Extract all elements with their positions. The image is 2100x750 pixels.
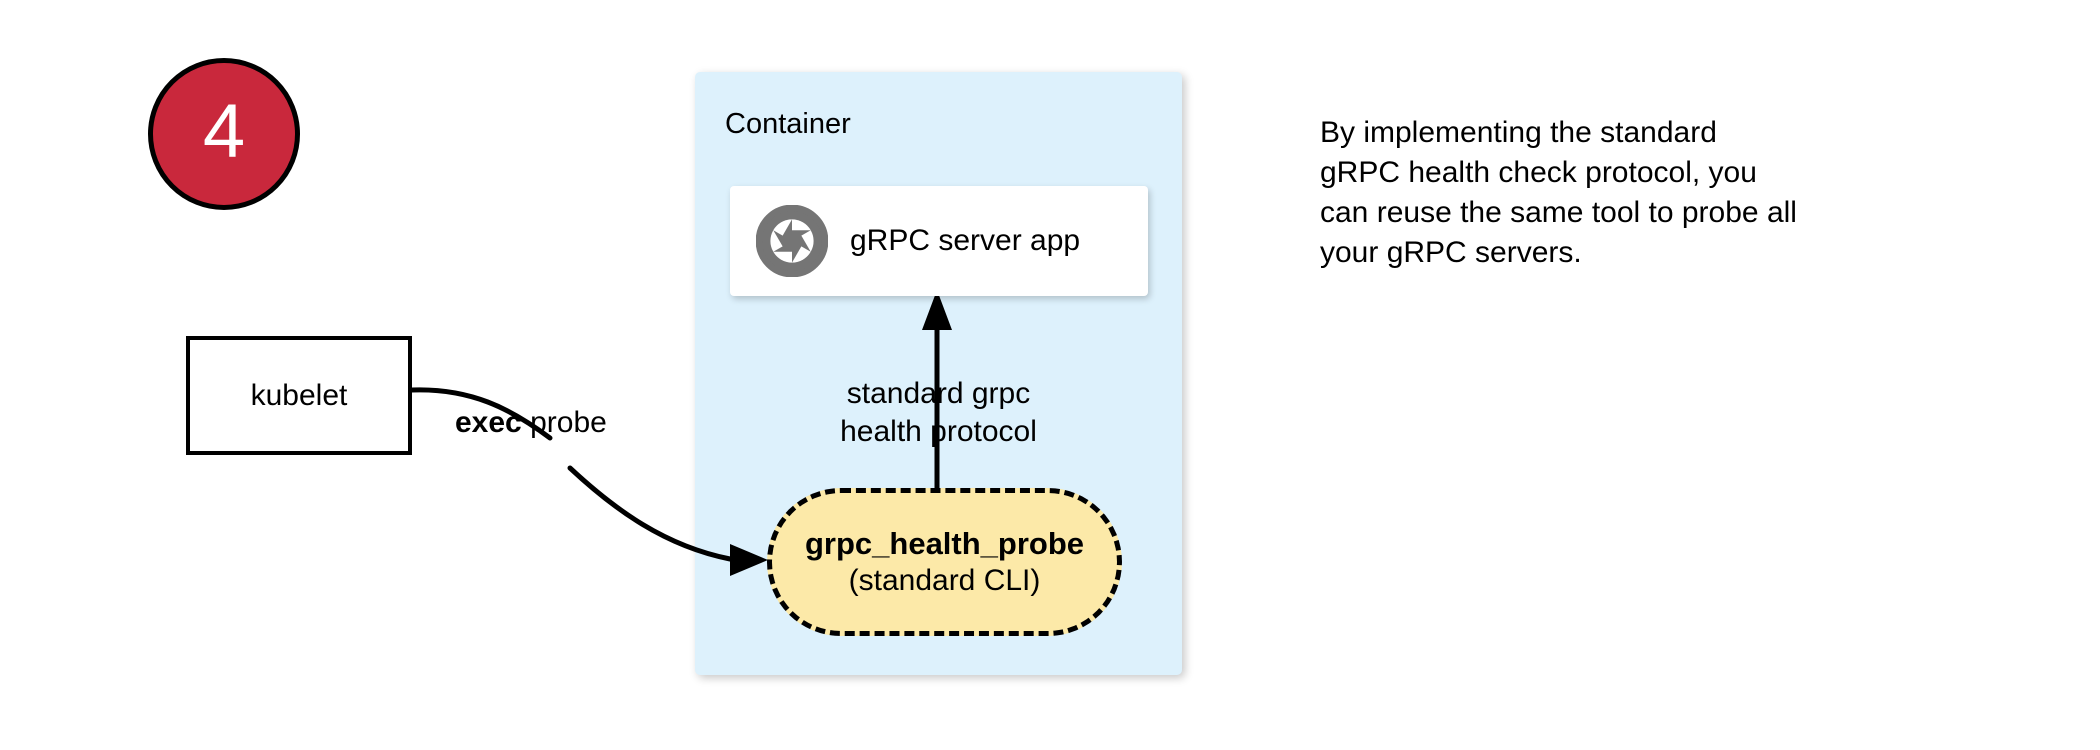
grpc-health-probe-node: grpc_health_probe (standard CLI) <box>767 488 1122 636</box>
step-badge: 4 <box>148 58 300 210</box>
step-badge-number: 4 <box>202 89 246 174</box>
exec-probe-arrow <box>409 387 768 576</box>
grpc-server-app-node: gRPC server app <box>730 186 1148 296</box>
annotation-text: By implementing the standard gRPC health… <box>1320 113 1920 273</box>
health-protocol-label: standard grpc health protocol <box>695 375 1182 452</box>
grpc-health-probe-subtitle: (standard CLI) <box>848 563 1041 597</box>
kubelet-label: kubelet <box>250 378 348 412</box>
kubelet-node: kubelet <box>186 336 412 455</box>
health-protocol-line-2: health protocol <box>840 415 1037 449</box>
health-protocol-arrow <box>922 290 952 488</box>
annotation-line-1: By implementing the standard <box>1320 116 1717 149</box>
aperture-icon <box>756 205 828 277</box>
grpc-health-probe-name: grpc_health_probe <box>804 525 1085 561</box>
annotation-line-2: gRPC health check protocol, you <box>1320 155 1757 189</box>
annotation-line-4: your gRPC servers. <box>1320 235 1582 269</box>
annotation-line-3: can reuse the same tool to probe all <box>1320 195 1797 229</box>
exec-probe-label: exec probe <box>455 406 607 439</box>
container-title: Container <box>725 108 851 140</box>
exec-keyword: exec <box>455 406 522 439</box>
health-protocol-line-1: standard grpc <box>846 377 1031 410</box>
exec-probe-rest: probe <box>521 406 607 439</box>
grpc-server-app-label: gRPC server app <box>850 224 1081 257</box>
